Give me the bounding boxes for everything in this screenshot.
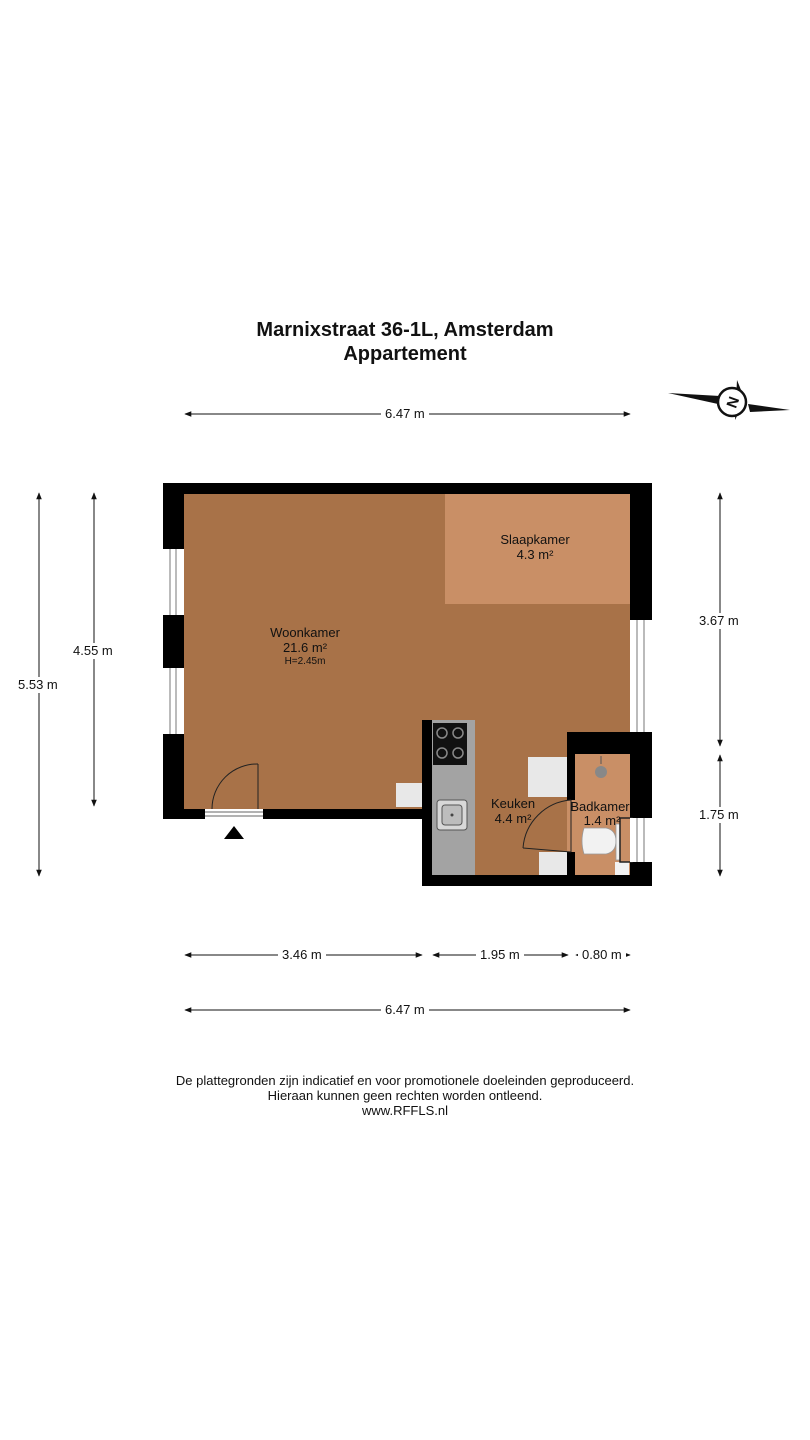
dimension-bottom-seg2-label: 1.95 m bbox=[476, 947, 524, 963]
cabinet bbox=[539, 852, 567, 875]
label-keuken-name: Keuken bbox=[491, 796, 535, 811]
dimension-bottom-seg3-label: 0.80 m bbox=[578, 947, 626, 963]
dimension-bottom-total-label: 6.47 m bbox=[381, 1002, 429, 1018]
dimension-bottom-seg1-label: 3.46 m bbox=[278, 947, 326, 963]
label-woonkamer-name: Woonkamer bbox=[270, 625, 341, 640]
dimension-left-outer-label: 5.53 m bbox=[14, 677, 62, 693]
fridge bbox=[528, 757, 567, 797]
dimension-right-upper-label: 3.67 m bbox=[695, 613, 743, 629]
disclaimer-line-2: Hieraan kunnen geen rechten worden ontle… bbox=[267, 1088, 543, 1103]
entrance-arrow-icon bbox=[224, 826, 244, 839]
wardrobe bbox=[396, 783, 422, 807]
dimension-right-lower-label: 1.75 m bbox=[695, 807, 743, 823]
label-badkamer-name: Badkamer bbox=[570, 799, 630, 814]
dimension-left-inner-label: 4.55 m bbox=[69, 643, 117, 659]
dimension-top-label: 6.47 m bbox=[381, 406, 429, 422]
label-keuken-area: 4.4 m² bbox=[495, 811, 533, 826]
disclaimer-line-1: De plattegronden zijn indicatief en voor… bbox=[175, 1073, 635, 1088]
stove-icon bbox=[433, 723, 467, 765]
room-slaapkamer bbox=[445, 494, 630, 604]
window-left-upper bbox=[163, 549, 184, 615]
north-arrow-icon: N bbox=[668, 380, 790, 420]
shower-drain-icon bbox=[595, 756, 607, 778]
sink-icon bbox=[436, 799, 468, 831]
label-slaapkamer-area: 4.3 m² bbox=[517, 547, 555, 562]
washbasin bbox=[615, 862, 629, 875]
website-link[interactable]: www.RFFLS.nl bbox=[362, 1103, 448, 1118]
plan-subtitle: Appartement bbox=[343, 343, 467, 365]
window-right-lower bbox=[630, 818, 652, 862]
plan-title: Marnixstraat 36-1L, Amsterdam bbox=[256, 319, 554, 341]
window-right-upper bbox=[630, 620, 652, 732]
label-slaapkamer-name: Slaapkamer bbox=[500, 532, 570, 547]
bathroom-door bbox=[522, 799, 575, 853]
label-badkamer-area: 1.4 m² bbox=[584, 813, 622, 828]
window-left-lower bbox=[163, 668, 184, 734]
label-woonkamer-height: H=2.45m bbox=[285, 656, 326, 667]
label-woonkamer-area: 21.6 m² bbox=[283, 640, 328, 655]
entrance-door bbox=[205, 763, 263, 819]
